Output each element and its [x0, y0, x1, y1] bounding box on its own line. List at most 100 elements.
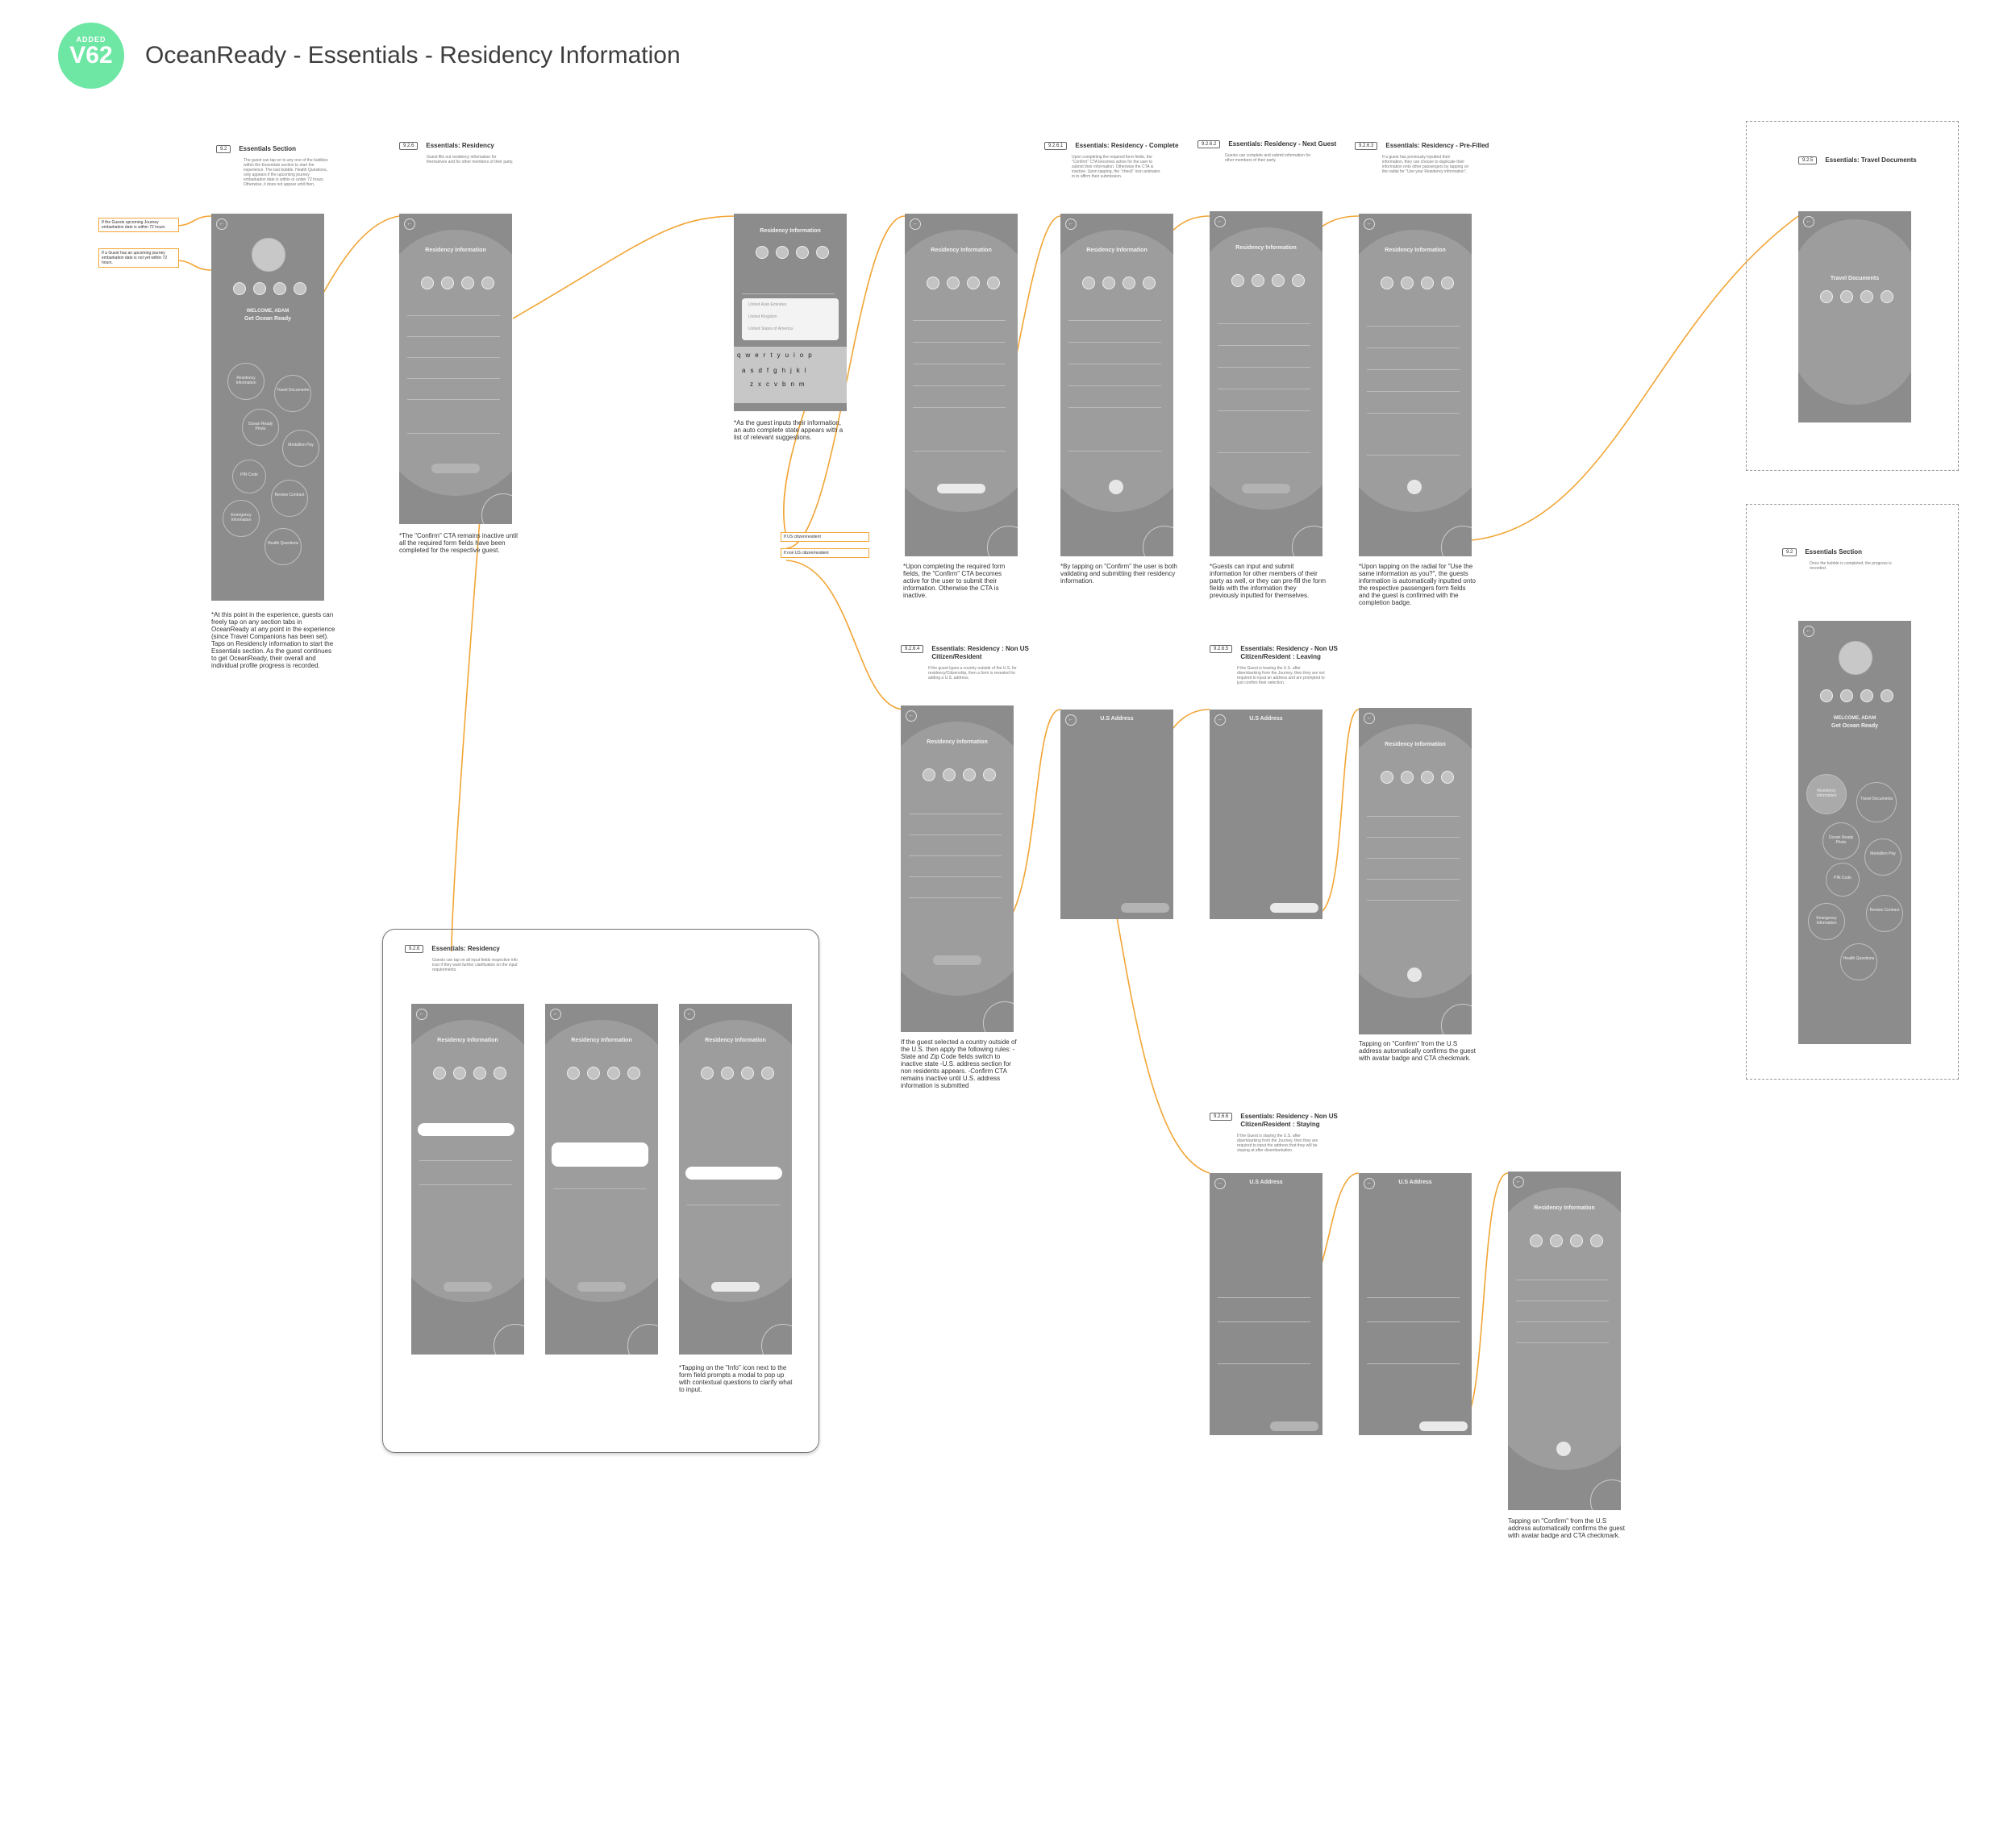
form-field[interactable] — [1218, 334, 1310, 346]
next-button[interactable] — [1441, 1004, 1472, 1034]
form-field[interactable] — [1068, 439, 1161, 452]
country-of-birth-field[interactable] — [407, 304, 500, 316]
bubble-pin-code[interactable]: PIN Code — [232, 460, 266, 493]
city-field[interactable] — [407, 388, 500, 400]
form-field[interactable] — [1068, 352, 1161, 364]
form-field[interactable] — [1218, 1286, 1310, 1298]
back-button[interactable]: ← — [1364, 1178, 1375, 1189]
next-button[interactable] — [987, 526, 1018, 556]
form-field[interactable] — [909, 886, 1002, 898]
back-button[interactable]: ← — [1803, 626, 1814, 637]
form-field[interactable] — [909, 823, 1002, 835]
form-field[interactable] — [1218, 399, 1310, 411]
citizenship-field[interactable] — [407, 325, 500, 337]
form-field[interactable] — [1218, 1352, 1310, 1364]
form-field[interactable] — [1516, 1331, 1609, 1343]
back-button[interactable]: ← — [1364, 218, 1375, 230]
back-button[interactable]: ← — [1214, 216, 1226, 227]
confirm-button[interactable] — [933, 955, 981, 965]
bubble-photo[interactable]: Ocean Ready Photo — [242, 409, 279, 446]
confirm-button[interactable] — [1242, 484, 1290, 493]
back-button[interactable]: ← — [1065, 218, 1077, 230]
form-field[interactable] — [1367, 443, 1460, 456]
confirm-button[interactable] — [711, 1282, 760, 1292]
form-field[interactable] — [913, 331, 1006, 343]
zip-field[interactable] — [407, 422, 500, 434]
next-button[interactable] — [1143, 526, 1173, 556]
next-button[interactable] — [481, 493, 512, 524]
form-field[interactable] — [1367, 805, 1460, 817]
form-field[interactable] — [1068, 309, 1161, 321]
back-button[interactable]: ← — [1214, 714, 1226, 726]
confirm-button[interactable] — [1270, 903, 1318, 913]
bubble-review-contract[interactable]: Review Contract — [1866, 895, 1903, 932]
back-button[interactable]: ← — [416, 1009, 427, 1020]
back-button[interactable]: ← — [910, 218, 921, 230]
form-field[interactable] — [1367, 847, 1460, 859]
form-field[interactable] — [1218, 441, 1310, 453]
form-field[interactable] — [1367, 314, 1460, 327]
form-field[interactable] — [1516, 1268, 1609, 1280]
back-button[interactable]: ← — [1513, 1176, 1524, 1188]
bubble-residency[interactable]: Residency Information — [227, 363, 264, 400]
next-button[interactable] — [494, 1324, 524, 1355]
form-field[interactable] — [1367, 336, 1460, 348]
keyboard[interactable]: qwertyuiop asdfghjkl zxcvbnm — [734, 347, 847, 403]
bubble-residency-done[interactable]: Residency Information — [1806, 774, 1847, 814]
form-field[interactable] — [909, 802, 1002, 814]
autocomplete-dropdown[interactable]: United Arab Emirates United Kingdom Unit… — [742, 298, 839, 340]
confirm-button[interactable] — [444, 1282, 492, 1292]
form-field[interactable] — [1218, 356, 1310, 368]
bubble-health[interactable]: Health Questions — [1840, 943, 1877, 980]
form-field[interactable] — [1367, 1352, 1460, 1364]
form-field[interactable] — [553, 1177, 646, 1189]
bubble-medallion-pay[interactable]: Medallion Pay — [282, 430, 319, 467]
back-button[interactable]: ← — [1803, 216, 1814, 227]
form-field[interactable] — [1218, 312, 1310, 324]
form-field[interactable] — [1218, 1310, 1310, 1322]
form-field[interactable] — [1367, 826, 1460, 838]
form-field[interactable] — [913, 439, 1006, 452]
confirm-button[interactable] — [1121, 903, 1169, 913]
back-button[interactable]: ← — [404, 218, 415, 230]
confirm-button[interactable] — [1419, 1421, 1468, 1431]
next-button[interactable] — [983, 1001, 1014, 1032]
form-field[interactable] — [913, 352, 1006, 364]
bubble-emergency[interactable]: Emergency Information — [223, 500, 260, 537]
form-field[interactable] — [419, 1173, 512, 1185]
info-modal[interactable] — [685, 1167, 782, 1180]
next-button[interactable] — [1441, 526, 1472, 556]
form-field[interactable] — [913, 309, 1006, 321]
next-button[interactable] — [1292, 526, 1322, 556]
form-field[interactable] — [1068, 331, 1161, 343]
form-field[interactable] — [1068, 396, 1161, 408]
back-button[interactable]: ← — [550, 1009, 561, 1020]
form-field[interactable] — [1367, 889, 1460, 901]
form-field[interactable] — [909, 844, 1002, 856]
info-modal[interactable] — [552, 1142, 648, 1167]
back-button[interactable]: ← — [216, 218, 227, 230]
next-button[interactable] — [1590, 1479, 1621, 1510]
bubble-travel-documents[interactable]: Travel Documents — [274, 375, 311, 412]
back-button[interactable]: ← — [1065, 714, 1077, 726]
confirm-button[interactable] — [431, 464, 480, 473]
form-field[interactable] — [909, 865, 1002, 877]
bubble-medallion-pay[interactable]: Medallion Pay — [1864, 839, 1901, 876]
confirm-button[interactable] — [577, 1282, 626, 1292]
form-field[interactable] — [913, 396, 1006, 408]
bubble-travel-documents[interactable]: Travel Documents — [1856, 782, 1897, 822]
form-field[interactable] — [1367, 868, 1460, 880]
next-button[interactable] — [761, 1324, 792, 1355]
back-button[interactable]: ← — [906, 710, 917, 722]
bubble-pin-code[interactable]: PIN Code — [1826, 863, 1860, 897]
bubble-photo[interactable]: Ocean Ready Photo — [1822, 822, 1860, 859]
back-button[interactable]: ← — [1364, 713, 1375, 724]
residency-field[interactable] — [407, 346, 500, 358]
bubble-emergency[interactable]: Emergency Information — [1808, 903, 1845, 940]
address-field[interactable] — [407, 367, 500, 379]
form-field[interactable] — [913, 374, 1006, 386]
form-field[interactable] — [1367, 380, 1460, 392]
form-field[interactable] — [687, 1193, 780, 1205]
info-modal[interactable] — [418, 1123, 514, 1136]
form-field[interactable] — [1367, 1310, 1460, 1322]
